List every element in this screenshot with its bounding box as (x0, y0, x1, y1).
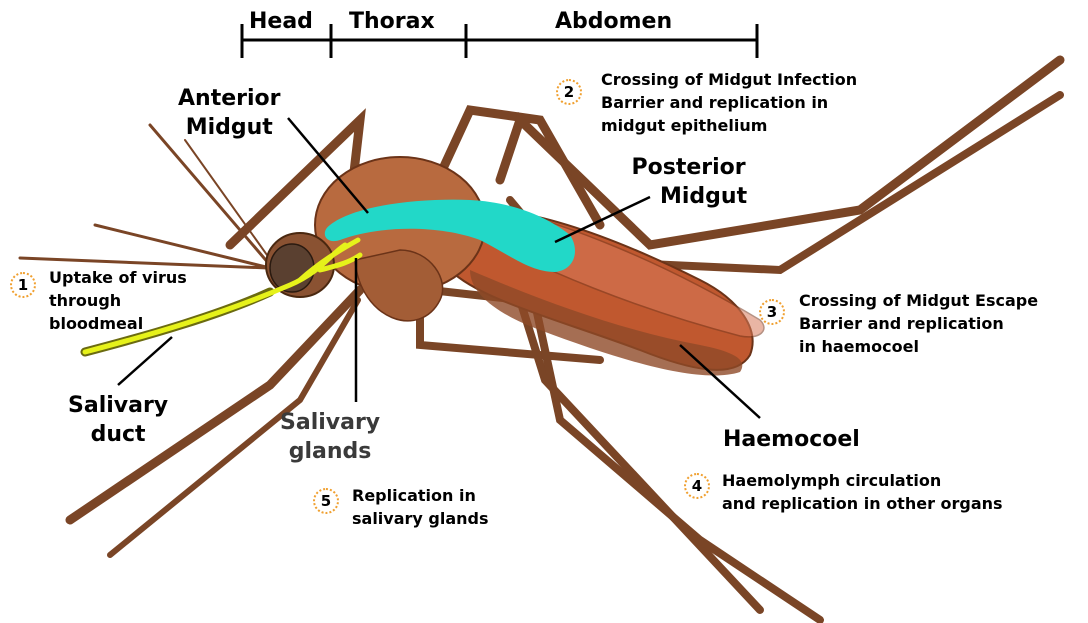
salivary-duct-label: Salivary duct (68, 391, 168, 449)
step-4-text: Haemolymph circulation and replication i… (722, 469, 1003, 515)
segment-thorax-label: Thorax (349, 9, 435, 34)
segment-bracket (242, 24, 757, 58)
segment-head-label: Head (249, 9, 313, 34)
thorax-lower (355, 250, 443, 321)
step-3-line2: Barrier and replication (799, 312, 1038, 335)
step-3-line3: in haemocoel (799, 335, 1038, 358)
segment-abdomen-label: Abdomen (555, 9, 672, 34)
step-4-badge: 4 (684, 473, 710, 499)
step-2-text: Crossing of Midgut Infection Barrier and… (601, 68, 857, 137)
step-2-line3: midgut epithelium (601, 114, 857, 137)
anterior-midgut-line2: Midgut (178, 113, 280, 142)
salivary-glands-label: Salivary glands (280, 408, 380, 466)
salivary-glands-line2: glands (280, 437, 380, 466)
step-3-badge: 3 (759, 299, 785, 325)
step-2-line2: Barrier and replication in (601, 91, 857, 114)
step-5-line1: Replication in (352, 484, 489, 507)
anterior-midgut-line1: Anterior (178, 84, 280, 113)
salivary-glands-line1: Salivary (280, 408, 380, 437)
step-2-badge: 2 (556, 79, 582, 105)
salivary-duct-line1: Salivary (68, 391, 168, 420)
step-1-text: Uptake of virus through bloodmeal (49, 266, 187, 335)
haemocoel-label: Haemocoel (723, 425, 860, 454)
step-5-line2: salivary glands (352, 507, 489, 530)
step-1-line2: through (49, 289, 187, 312)
step-4-line2: and replication in other organs (722, 492, 1003, 515)
step-1-line3: bloodmeal (49, 312, 187, 335)
anterior-midgut-label: Anterior Midgut (178, 84, 280, 142)
step-3-text: Crossing of Midgut Escape Barrier and re… (799, 289, 1038, 358)
step-3-line1: Crossing of Midgut Escape (799, 289, 1038, 312)
step-5-text: Replication in salivary glands (352, 484, 489, 530)
step-1-line1: Uptake of virus (49, 266, 187, 289)
posterior-midgut-line1: Posterior (630, 153, 747, 182)
step-4-line1: Haemolymph circulation (722, 469, 1003, 492)
posterior-midgut-line2: Midgut (630, 182, 747, 211)
step-2-line1: Crossing of Midgut Infection (601, 68, 857, 91)
step-1-badge: 1 (10, 272, 36, 298)
posterior-midgut-label: Posterior Midgut (630, 153, 747, 211)
step-5-badge: 5 (313, 488, 339, 514)
salivary-duct-line2: duct (68, 420, 168, 449)
